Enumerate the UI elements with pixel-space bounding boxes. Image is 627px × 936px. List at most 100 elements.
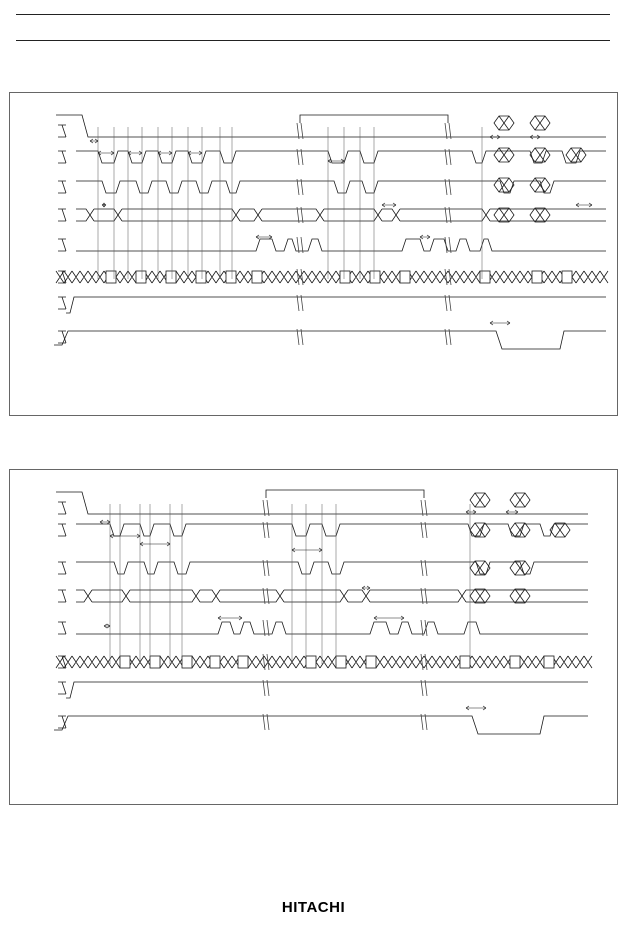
time-break-mark (296, 178, 304, 196)
address-cross (319, 208, 325, 222)
timing-arrow (89, 138, 99, 144)
signal-label-glyph (58, 523, 67, 537)
timing-arrow (255, 234, 273, 240)
interval-bracket (265, 489, 425, 498)
address-segment (262, 208, 321, 222)
address-segment (382, 208, 397, 222)
end-crossing (509, 492, 531, 508)
signal-label-glyph (58, 501, 67, 515)
time-break-mark (296, 268, 304, 286)
timing-arrow (505, 509, 519, 515)
signal-label-glyph (58, 180, 67, 194)
address-segment (76, 589, 89, 603)
signal-label-glyph (58, 208, 67, 222)
end-crossing (529, 207, 551, 223)
address-cross (87, 589, 93, 603)
time-break-mark (444, 206, 452, 224)
ras-waveform (56, 114, 606, 138)
data-valid-box (105, 270, 117, 284)
timing-arrow (99, 519, 111, 525)
timing-arrow (327, 158, 345, 164)
address-segment (348, 589, 367, 603)
address-segment (400, 208, 487, 222)
signal-label-glyph (58, 238, 67, 252)
time-break-mark (262, 559, 270, 577)
time-break-mark (262, 679, 270, 697)
signal-label-glyph (58, 150, 67, 164)
time-break-mark (262, 619, 270, 637)
data-valid-box (225, 270, 237, 284)
time-break-mark (262, 713, 270, 731)
data-valid-box (543, 655, 555, 669)
control-1-waveform (66, 681, 588, 699)
signal-label-glyph (58, 330, 67, 344)
timing-arrow (373, 615, 405, 621)
timing-arrow (381, 202, 397, 208)
time-break-mark (444, 294, 452, 312)
address-cross (195, 589, 201, 603)
data-valid-box (165, 270, 177, 284)
end-crossing (509, 560, 531, 576)
data-valid-box (135, 270, 147, 284)
time-break-mark (296, 206, 304, 224)
we-waveform (76, 561, 588, 575)
address-segment (324, 208, 379, 222)
data-valid-box (561, 270, 573, 284)
signal-label-glyph (58, 296, 67, 310)
timing-arrow (187, 150, 203, 156)
cas-waveform (76, 150, 606, 164)
time-break-mark (420, 679, 428, 697)
data-valid-box (531, 270, 543, 284)
end-crossing (493, 177, 515, 193)
address-cross (215, 589, 221, 603)
end-crossing (529, 147, 551, 163)
control-1-waveform (66, 296, 606, 314)
time-break-mark (262, 521, 270, 539)
control-2-waveform (54, 715, 588, 735)
data-valid-box (195, 270, 207, 284)
address-cross (395, 208, 401, 222)
header-rule-bottom (16, 40, 610, 41)
signal-label-glyph (58, 715, 67, 729)
signal-label-glyph (58, 589, 67, 603)
end-crossing (549, 522, 571, 538)
time-break-mark (420, 713, 428, 731)
timing-arrow (489, 320, 511, 326)
address-cross (461, 589, 467, 603)
timing-arrow (529, 134, 541, 140)
end-crossing (529, 115, 551, 131)
end-crossing (565, 147, 587, 163)
address-cross (365, 589, 371, 603)
time-break-mark (420, 619, 428, 637)
data-valid-box (305, 655, 317, 669)
data-valid-box (509, 655, 521, 669)
data-valid-box (369, 270, 381, 284)
timing-arrow (127, 150, 143, 156)
interval-bracket (299, 114, 449, 123)
timing-arrow (157, 150, 173, 156)
time-break-mark (444, 148, 452, 166)
end-crossing (469, 522, 491, 538)
address-tail (466, 589, 588, 603)
timing-arrow (465, 509, 477, 515)
time-break-mark (420, 521, 428, 539)
oe-waveform (76, 238, 606, 252)
timing-arrow (103, 623, 111, 629)
ras-waveform (56, 491, 588, 515)
signal-label-glyph (58, 124, 67, 138)
we-waveform (76, 180, 606, 194)
time-break-mark (444, 268, 452, 286)
address-segment (220, 589, 281, 603)
address-cross (377, 208, 383, 222)
address-cross (89, 208, 95, 222)
timing-arrow (361, 585, 371, 591)
timing-arrow (97, 150, 115, 156)
address-segment (284, 589, 345, 603)
signal-label-glyph (58, 681, 67, 695)
time-break-mark (296, 328, 304, 346)
end-crossing (509, 522, 531, 538)
time-break-mark (262, 587, 270, 605)
end-crossing (493, 115, 515, 131)
address-cross (485, 208, 491, 222)
address-cross (125, 589, 131, 603)
